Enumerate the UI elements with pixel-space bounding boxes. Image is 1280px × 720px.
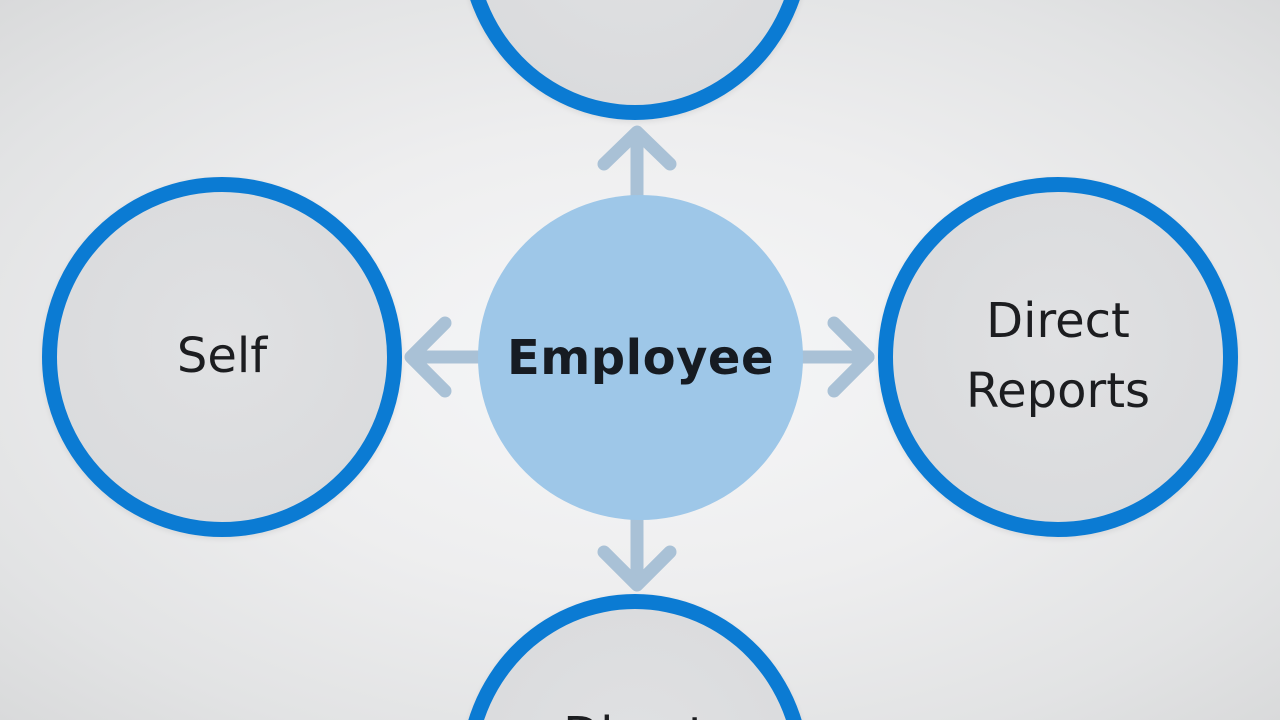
node-self-label: Self <box>176 328 268 385</box>
arrow-up-icon <box>597 125 677 207</box>
center-node-employee: Employee <box>478 195 803 520</box>
arrow-right-icon <box>788 316 875 398</box>
arrow-down-icon <box>597 508 677 592</box>
center-node-label: Employee <box>507 329 774 386</box>
arrow-left-icon <box>404 316 492 398</box>
node-bottom-label: Direct <box>563 701 707 720</box>
node-direct-reports-label: Direct Reports <box>965 293 1151 419</box>
